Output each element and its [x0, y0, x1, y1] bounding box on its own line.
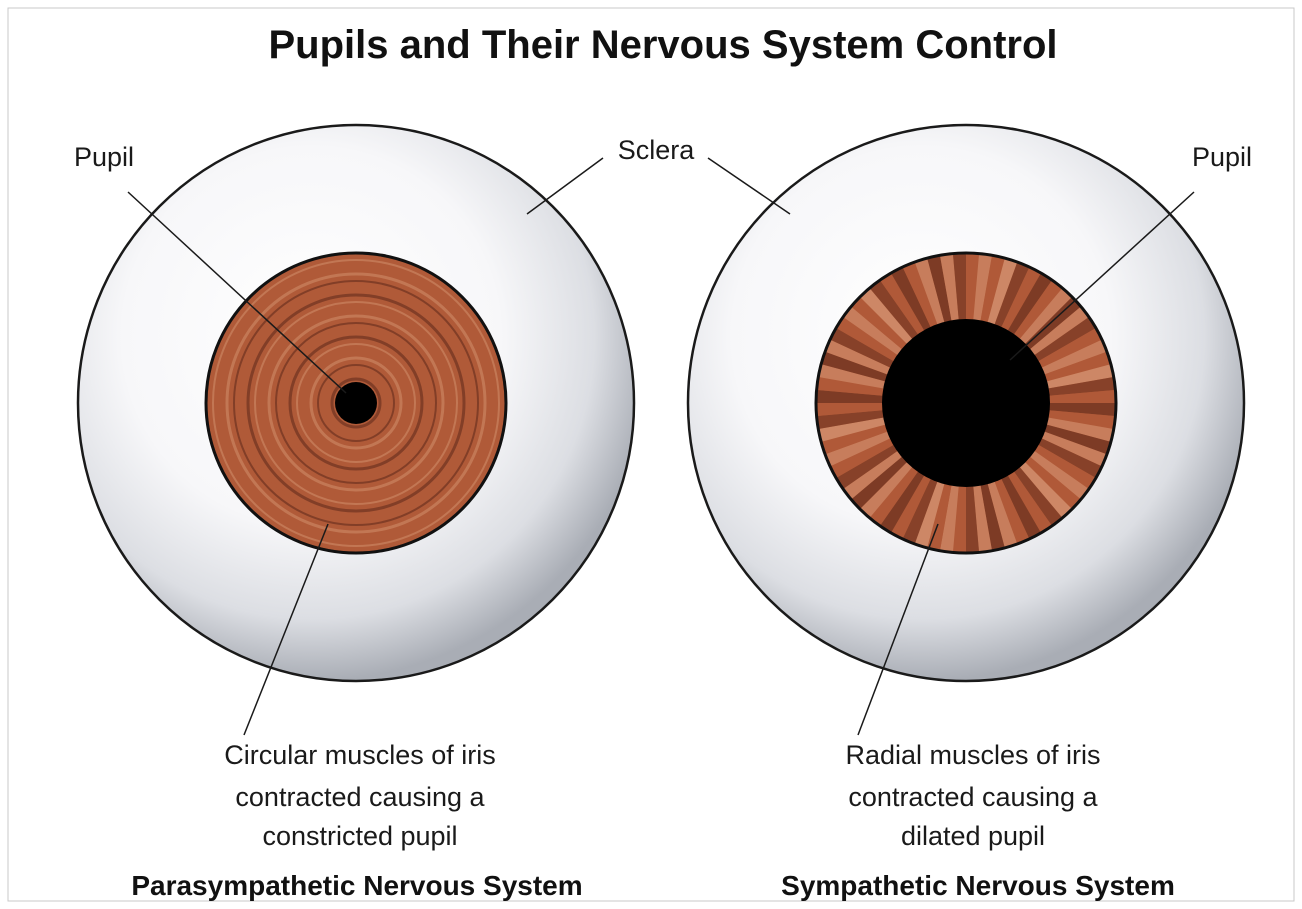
caption-left-line-1: Circular muscles of iris: [224, 740, 496, 770]
caption-right-line-1: Radial muscles of iris: [845, 740, 1100, 770]
caption-left-line-2: contracted causing a: [235, 782, 485, 812]
left-eye: [78, 125, 634, 681]
label-pupil-right: Pupil: [1192, 142, 1252, 172]
system-label-parasympathetic: Parasympathetic Nervous System: [131, 870, 582, 901]
label-pupil-left: Pupil: [74, 142, 134, 172]
caption-left-line-3: constricted pupil: [262, 821, 457, 851]
system-label-sympathetic: Sympathetic Nervous System: [781, 870, 1175, 901]
leader-sclera-left: [527, 158, 603, 214]
caption-right-line-3: dilated pupil: [901, 821, 1045, 851]
right-eye: [688, 125, 1244, 681]
caption-right-line-2: contracted causing a: [848, 782, 1098, 812]
diagram-title: Pupils and Their Nervous System Control: [268, 23, 1057, 67]
label-sclera: Sclera: [618, 135, 696, 165]
right-pupil-dilated: [882, 319, 1050, 487]
leader-sclera-right: [708, 158, 790, 214]
